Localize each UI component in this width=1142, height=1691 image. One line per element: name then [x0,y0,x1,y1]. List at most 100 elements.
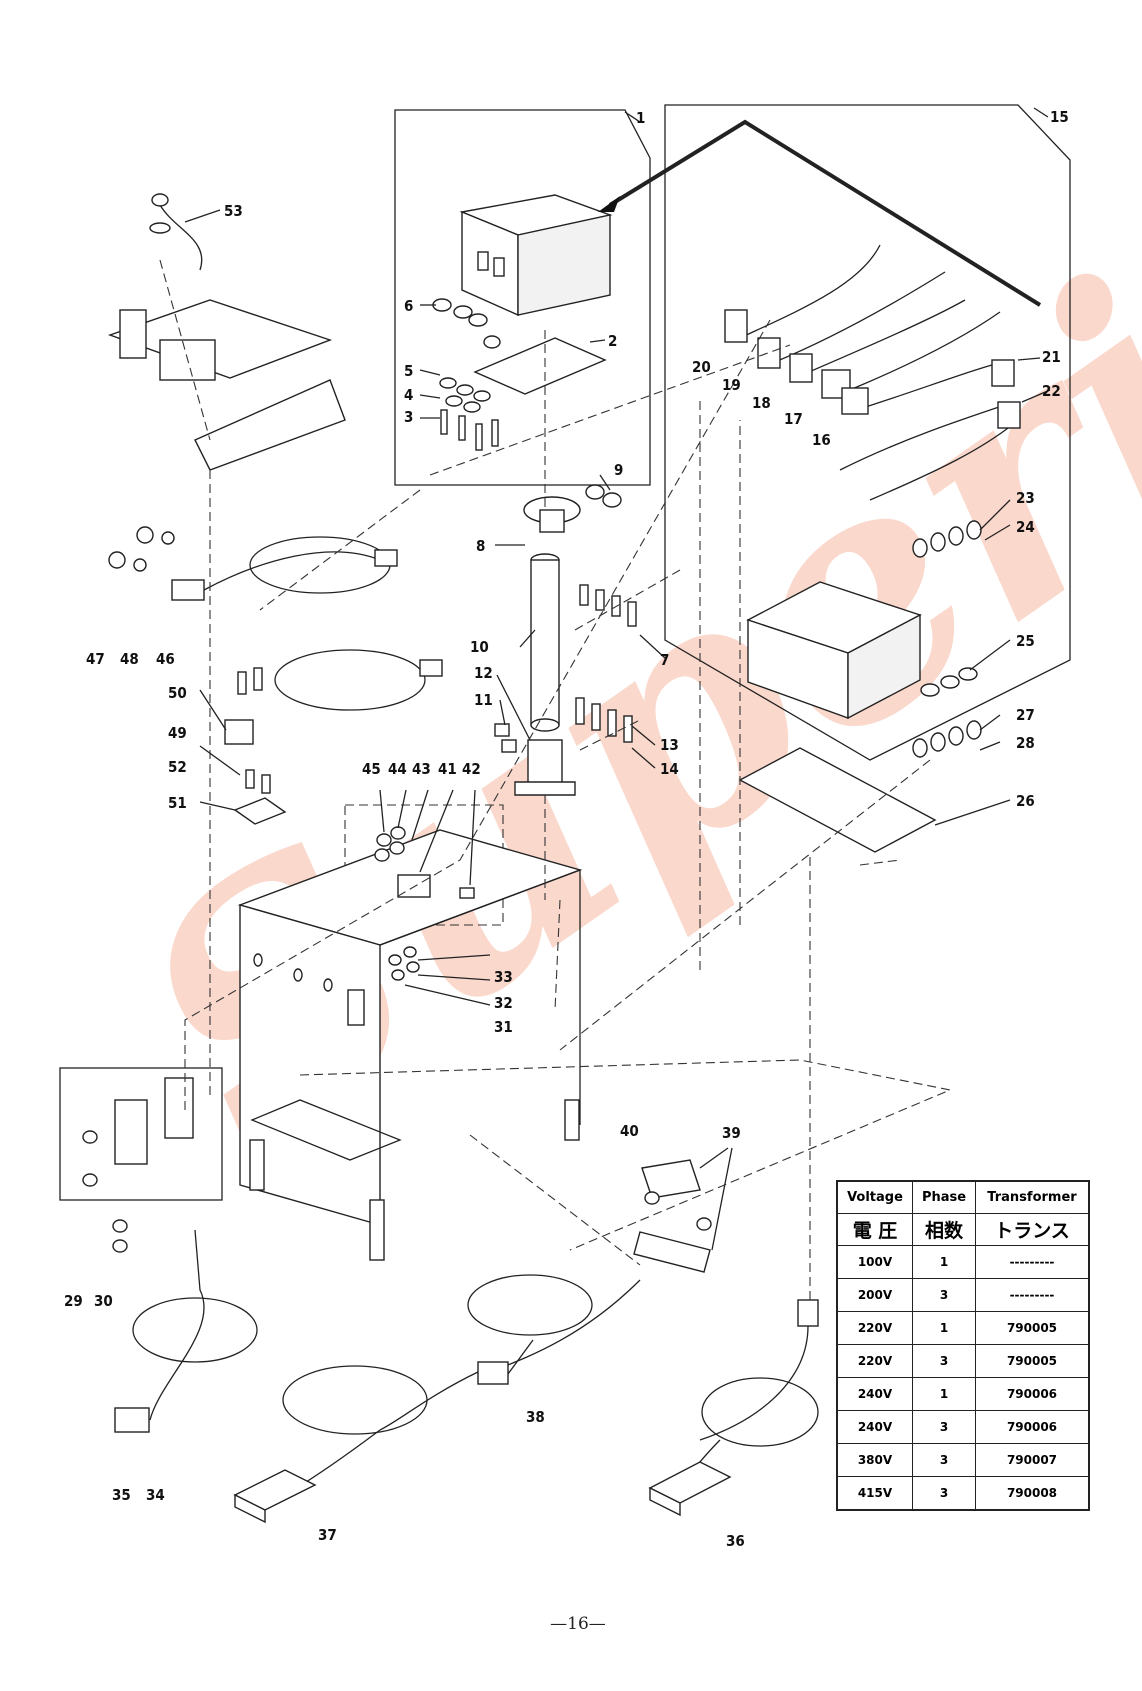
cell-transformer: 790006 [975,1377,1090,1411]
callout-15: 15 [1050,108,1069,126]
foot-pedals [233,1274,819,1524]
cell-voltage: 415V [836,1476,913,1511]
table-row: 415V 3 790008 [836,1476,1090,1511]
header-voltage: Voltage [836,1180,913,1214]
callout-20: 20 [692,358,711,376]
header-phase: Phase [912,1180,976,1214]
header-transformer-jp: トランス [975,1213,1090,1246]
cell-transformer: 790006 [975,1410,1090,1444]
table-row: 240V 1 790006 [836,1377,1090,1411]
hardware-41-45 [374,826,475,899]
cell-transformer: 790005 [975,1311,1090,1345]
callout-33: 33 [494,968,513,986]
callout-24: 24 [1016,518,1035,536]
callout-37: 37 [318,1526,337,1544]
power-unit [746,581,922,720]
callout-18: 18 [752,394,771,412]
callout-40: 40 [620,1122,639,1140]
callout-labels: 1 2 3 4 5 6 7 8 9 10 11 12 13 14 15 16 1… [64,108,1069,1550]
callout-10: 10 [470,638,489,656]
machine-head [107,193,346,471]
table-row: 240V 3 790006 [836,1410,1090,1444]
table-row: 200V 3 --------- [836,1278,1090,1312]
switch-29 [82,1077,194,1253]
plate-26 [738,747,937,853]
callout-1: 1 [636,109,645,127]
callout-34: 34 [146,1486,165,1504]
callout-35: 35 [112,1486,131,1504]
header-voltage-jp: 電 圧 [836,1213,913,1246]
callout-25: 25 [1016,632,1035,650]
cell-voltage: 240V [836,1410,913,1444]
cell-phase: 3 [912,1443,976,1477]
leader-lines [184,107,1051,1375]
cell-transformer: --------- [975,1245,1090,1279]
hardware-31-33 [388,946,420,981]
cell-voltage: 220V [836,1344,913,1378]
callout-45: 45 [362,760,381,778]
callout-22: 22 [1042,382,1061,400]
callout-3: 3 [404,408,413,426]
cell-voltage: 240V [836,1377,913,1411]
arrow-head [598,196,620,212]
table-row: 220V 1 790005 [836,1311,1090,1345]
voltage-transformer-table: Voltage Phase Transformer 電 圧 相数 トランス 10… [836,1180,1090,1511]
control-box [459,194,613,317]
callout-27: 27 [1016,706,1035,724]
callout-28: 28 [1016,734,1035,752]
callout-4: 4 [404,386,413,404]
cell-voltage: 200V [836,1278,913,1312]
table-row: 220V 3 790005 [836,1344,1090,1378]
callout-53: 53 [224,202,243,220]
cell-transformer: --------- [975,1278,1090,1312]
callout-46: 46 [156,650,175,668]
header-transformer: Transformer [975,1180,1090,1214]
callout-29: 29 [64,1292,83,1310]
cell-voltage: 100V [836,1245,913,1279]
pillar-10 [514,553,576,796]
callout-39: 39 [722,1124,741,1142]
callout-14: 14 [660,760,679,778]
callout-17: 17 [784,410,803,428]
callout-36: 36 [726,1532,745,1550]
flange-8 [523,484,622,533]
callout-52: 52 [168,758,187,776]
callout-21: 21 [1042,348,1061,366]
callout-30: 30 [94,1292,113,1310]
callout-7: 7 [660,651,669,669]
callout-12: 12 [474,664,493,682]
hardware-3-6 [432,298,501,451]
cell-transformer: 790005 [975,1344,1090,1378]
callout-26: 26 [1016,792,1035,810]
callout-6: 6 [404,297,413,315]
cell-voltage: 380V [836,1443,913,1477]
parts-46-48 [108,526,398,601]
callout-19: 19 [722,376,741,394]
cell-phase: 3 [912,1476,976,1511]
cell-phase: 1 [912,1311,976,1345]
callout-32: 32 [494,994,513,1012]
group-box-15 [664,104,1071,761]
group-box-29 [59,1067,223,1201]
callout-44: 44 [388,760,407,778]
arrow-to-control-box [608,119,1042,307]
cell-phase: 1 [912,1245,976,1279]
cell-transformer: 790008 [975,1476,1090,1511]
table-header-jp: 電 圧 相数 トランス [836,1213,1090,1246]
cell-phase: 3 [912,1410,976,1444]
screws [494,584,637,753]
table-row: 380V 3 790007 [836,1443,1090,1477]
callout-11: 11 [474,691,493,709]
callout-49: 49 [168,724,187,742]
header-phase-jp: 相数 [912,1213,976,1246]
callout-8: 8 [476,537,485,555]
cell-phase: 1 [912,1377,976,1411]
callout-41: 41 [438,760,457,778]
cell-phase: 3 [912,1344,976,1378]
callout-31: 31 [494,1018,513,1036]
parts-49-52 [224,649,443,825]
power-cord [114,1229,258,1433]
cell-voltage: 220V [836,1311,913,1345]
callout-23: 23 [1016,489,1035,507]
